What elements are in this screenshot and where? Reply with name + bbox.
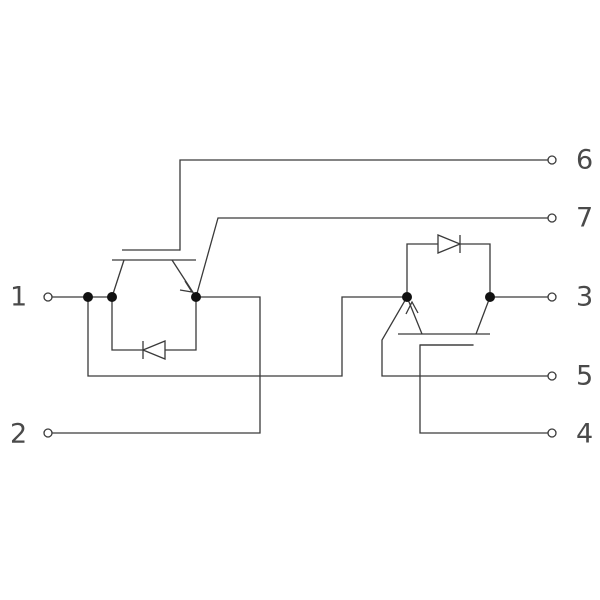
junction-node bbox=[107, 292, 117, 302]
terminal-3-label: 3 bbox=[576, 282, 593, 313]
terminal-5-label: 5 bbox=[576, 361, 593, 392]
d2-triangle bbox=[437, 234, 462, 254]
terminal-6-pin bbox=[547, 155, 557, 165]
terminal-7-label: 7 bbox=[576, 203, 593, 234]
wire-collector1-to-collector2 bbox=[87, 296, 408, 377]
terminal-2-label: 2 bbox=[10, 419, 27, 450]
wire-gate2-to-term4 bbox=[419, 344, 549, 434]
wire-emitter2-to-term5 bbox=[381, 296, 549, 377]
t2-emitter-lead bbox=[406, 296, 423, 335]
terminal-1-label: 1 bbox=[10, 282, 27, 313]
t2-collector-lead bbox=[475, 296, 491, 335]
transistor-t1 bbox=[111, 249, 197, 298]
terminal-7-pin bbox=[547, 213, 557, 223]
junction-node bbox=[191, 292, 201, 302]
diode-d2 bbox=[406, 234, 491, 298]
terminal-2-pin bbox=[43, 428, 53, 438]
terminal-4-label: 4 bbox=[576, 419, 593, 450]
d2-leads bbox=[406, 243, 491, 298]
t1-emitter-arrow bbox=[179, 280, 194, 293]
junction-node bbox=[402, 292, 412, 302]
transistor-t2 bbox=[398, 296, 491, 346]
wire-emitter1-to-7 bbox=[195, 217, 549, 298]
terminal-4-pin bbox=[547, 428, 557, 438]
d1-leads bbox=[111, 296, 197, 351]
terminal-1-pin bbox=[43, 292, 53, 302]
t1-collector-lead bbox=[111, 259, 125, 298]
junction-node bbox=[485, 292, 495, 302]
terminal-3-pin bbox=[547, 292, 557, 302]
terminal-6-label: 6 bbox=[576, 145, 593, 176]
t2-emitter-arrow bbox=[405, 300, 419, 315]
junction-node bbox=[83, 292, 93, 302]
diode-d1 bbox=[111, 296, 197, 360]
wire-gate1-to-6 bbox=[179, 159, 549, 251]
d1-triangle bbox=[141, 340, 166, 360]
terminal-5-pin bbox=[547, 371, 557, 381]
wire-emitter1-to-term2 bbox=[51, 296, 261, 434]
